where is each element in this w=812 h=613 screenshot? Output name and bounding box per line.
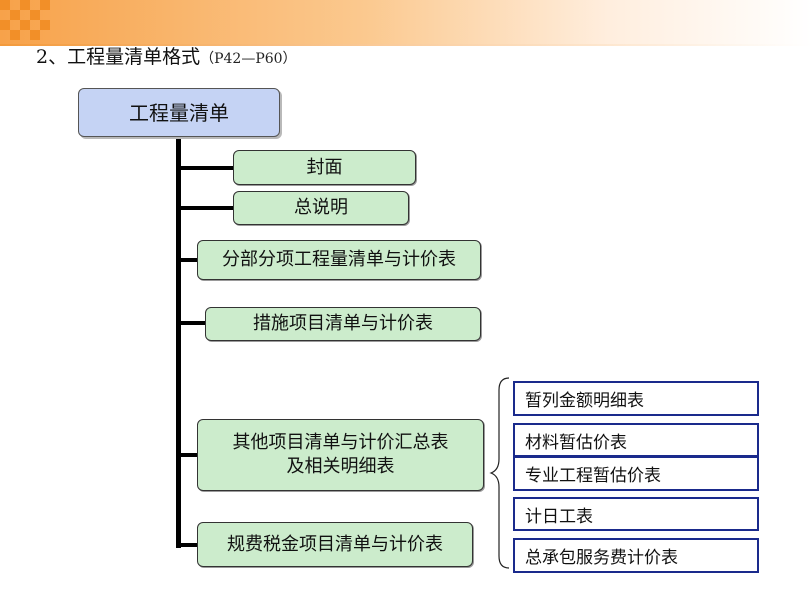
fees-taxes-node: 规费税金项目清单与计价表 [197,522,473,567]
other-items-node-label-line1: 其他项目清单与计价汇总表 [232,432,449,453]
cover-node: 封面 [233,150,416,185]
branch-connector-measures [176,321,206,325]
cover-node-label: 封面 [306,156,343,178]
itemized-works-node-label: 分部分项工程量清单与计价表 [222,249,456,270]
branch-connector-items [176,258,198,262]
fees-taxes-node-label: 规费税金项目清单与计价表 [227,533,443,555]
root-node: 工程量清单 [78,88,280,137]
top-band-divider [0,44,812,46]
branch-connector-notes [176,206,234,210]
sub-item-specialty-estimate: 专业工程暂估价表 [513,456,759,491]
sub-item-label: 材料暂估价表 [525,432,627,453]
slide-title: 2、工程量清单格式（P42—P60） [36,42,297,69]
measures-node: 措施项目清单与计价表 [205,307,481,341]
measures-node-label: 措施项目清单与计价表 [253,313,433,334]
checker-decoration [0,0,60,44]
sub-item-label: 计日工表 [525,506,593,527]
itemized-works-node: 分部分项工程量清单与计价表 [197,240,481,280]
trunk-connector [176,136,181,548]
sub-item-material-estimate: 材料暂估价表 [513,423,759,457]
top-decorative-band [0,0,812,44]
other-items-node: 其他项目清单与计价汇总表 及相关明细表 [197,419,484,491]
branch-connector-cover [176,166,234,170]
branch-connector-other [176,453,198,457]
sub-item-general-contractor-fee: 总承包服务费计价表 [513,538,759,573]
branch-connector-fees [176,543,198,547]
root-node-label: 工程量清单 [129,100,229,125]
general-notes-node: 总说明 [233,191,409,225]
sub-item-provisional-sum: 暂列金额明细表 [513,381,759,416]
slide-title-text: 2、工程量清单格式 [36,46,201,68]
sub-item-daywork: 计日工表 [513,497,759,531]
other-items-node-label-line2: 及相关明细表 [286,456,395,477]
sub-item-label: 专业工程暂估价表 [525,466,661,486]
curly-brace [489,377,510,569]
slide-title-page-range: （P42—P60） [200,51,297,67]
sub-item-label: 暂列金额明细表 [525,391,644,411]
general-notes-node-label: 总说明 [294,197,348,218]
sub-item-label: 总承包服务费计价表 [525,548,678,568]
